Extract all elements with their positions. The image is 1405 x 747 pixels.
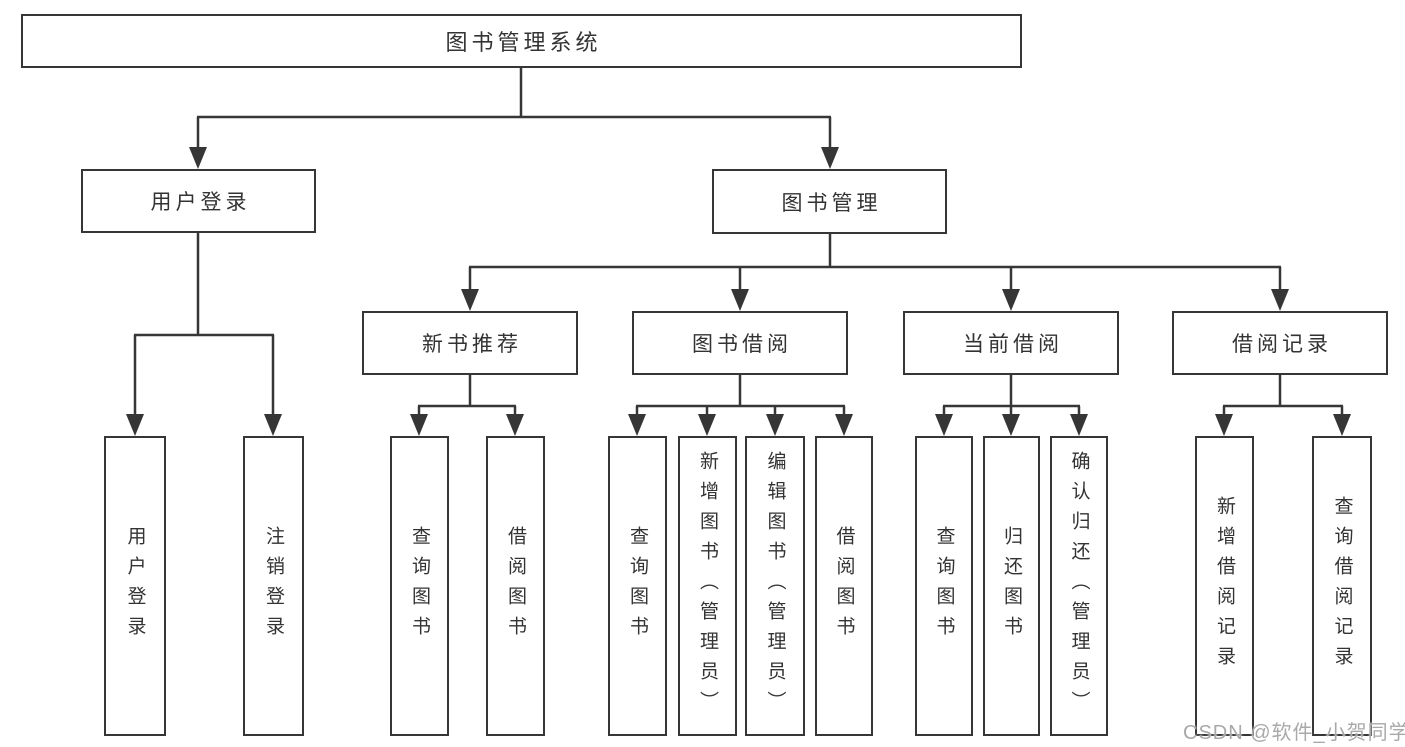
node-library-management-system: 图书管理系统 [21,14,1022,68]
leaf-label: 借阅图书 [833,526,855,646]
leaf-label: 查询图书 [627,526,648,646]
leaf-borrow-books-recommend: 借阅图书 [486,436,545,736]
leaf-label: 编辑图书（管理员） [764,451,786,721]
node-user-login: 用户登录 [81,169,316,233]
arrowhead-icons [126,147,1351,436]
leaf-user-login: 用户登录 [104,436,166,736]
node-borrowing-records: 借阅记录 [1172,311,1388,375]
leaf-label: 新增借阅记录 [1214,496,1235,676]
leaf-label: 用户登录 [124,526,146,646]
node-new-book-recommendation: 新书推荐 [362,311,578,375]
leaf-label: 归还图书 [1001,526,1022,646]
leaf-query-books-recommend: 查询图书 [390,436,449,736]
leaf-label: 查询图书 [409,526,430,646]
leaf-label: 新增图书（管理员） [697,451,718,721]
leaf-add-borrow-record: 新增借阅记录 [1195,436,1254,736]
leaf-add-book-admin: 新增图书（管理员） [678,436,737,736]
node-current-borrowing: 当前借阅 [903,311,1119,375]
leaf-label: 确认归还（管理员） [1068,451,1090,721]
leaf-return-book: 归还图书 [983,436,1040,736]
leaf-label: 借阅图书 [505,526,526,646]
csdn-watermark: CSDN @软件_小贺同学 [1183,722,1405,744]
leaf-query-borrow-record: 查询借阅记录 [1312,436,1372,736]
leaf-confirm-return-admin: 确认归还（管理员） [1050,436,1108,736]
node-book-management: 图书管理 [712,169,947,234]
leaf-query-books-borrow: 查询图书 [608,436,667,736]
leaf-label: 查询图书 [933,526,955,646]
node-book-borrowing: 图书借阅 [632,311,848,375]
leaf-logout-login: 注销登录 [243,436,304,736]
leaf-label: 查询借阅记录 [1331,496,1353,676]
leaf-label: 注销登录 [263,526,284,646]
leaf-edit-book-admin: 编辑图书（管理员） [745,436,805,736]
leaf-query-books-current: 查询图书 [915,436,973,736]
leaf-borrow-books-borrow: 借阅图书 [815,436,873,736]
